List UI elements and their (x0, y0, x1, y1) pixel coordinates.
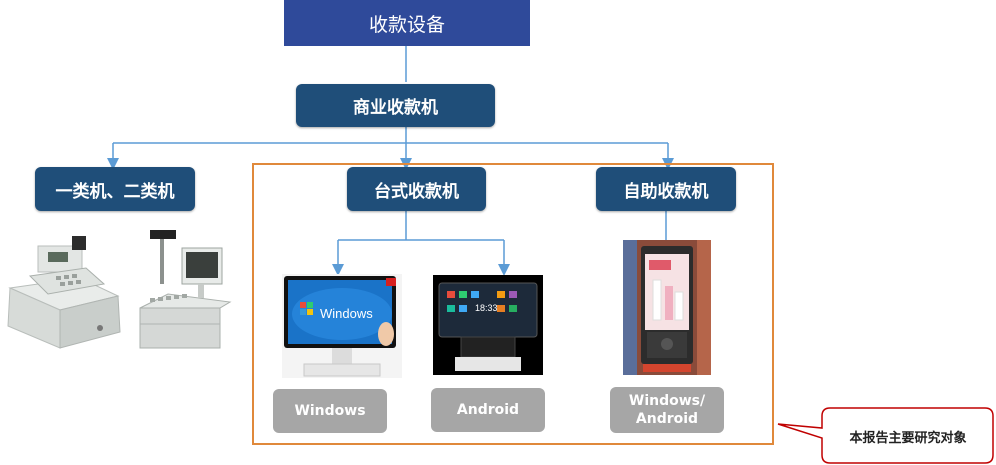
svg-text:18:33: 18:33 (475, 303, 498, 313)
callout-label: 本报告主要研究对象 (849, 431, 967, 446)
self-service-kiosk-image (623, 240, 711, 375)
screen-windows-text: Windows (320, 306, 373, 321)
research-scope-frame (252, 163, 774, 445)
os-label-windows-android: Windows/ Android (610, 387, 724, 433)
category-node-class12: 一类机、二类机 (35, 167, 195, 211)
level1-node: 商业收款机 (296, 84, 495, 127)
root-node: 收款设备 (284, 0, 530, 46)
category-node-desktop: 台式收款机 (347, 167, 486, 211)
cash-register-image (7, 230, 232, 349)
os-label-android: Android (431, 388, 545, 432)
os-label-windows: Windows (273, 389, 387, 433)
windows-pos-image: Windows (282, 274, 402, 378)
category-node-selfservice: 自助收款机 (596, 167, 736, 211)
android-pos-image: 18:33 (433, 275, 543, 375)
